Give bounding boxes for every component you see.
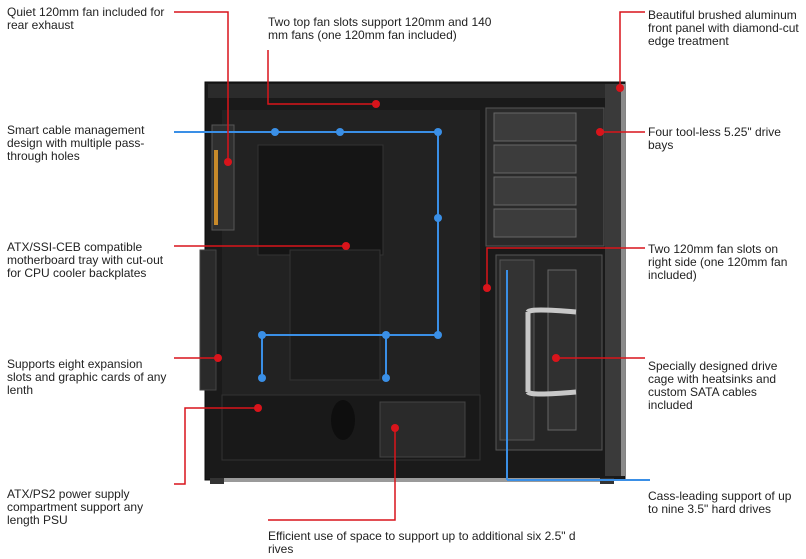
case-base-trim — [224, 478, 600, 482]
ssd-space-label: Efficient use of space to support up to … — [268, 529, 576, 556]
hdd-cage — [495, 254, 603, 451]
top-fans-label: Two top fan slots support 120mm and 140 … — [268, 15, 492, 42]
front-panel — [605, 84, 625, 476]
drive-bays-label: Four tool-less 5.25" drive bays — [648, 125, 781, 152]
expansion-label: Supports eight expansion slots and graph… — [7, 357, 167, 397]
drive-cage-label: Specially designed drive cage with heats… — [648, 359, 778, 412]
cable-hole-markers — [258, 128, 442, 382]
mobo-tray-label: ATX/SSI-CEB compatible motherboard tray … — [7, 240, 164, 280]
case-top-rim — [208, 84, 620, 98]
callout-dots — [214, 84, 624, 432]
expansion-slots — [199, 249, 217, 391]
hdd-support-label: Cass-leading support of up to nine 3.5" … — [648, 489, 792, 516]
front-panel-label: Beautiful brushed aluminum front panel w… — [648, 8, 799, 48]
front-panel-edge — [621, 84, 625, 476]
cpu-cutout — [257, 144, 384, 256]
psu-cutout — [331, 400, 355, 440]
rear-fan-label: Quiet 120mm fan included for rear exhaus… — [7, 5, 165, 32]
drive-bays — [485, 107, 605, 247]
rear-fan-cable — [214, 150, 218, 225]
psu-label: ATX/PS2 power supply compartment support… — [7, 487, 144, 527]
tray-panel — [289, 249, 381, 381]
case-foot-left — [210, 478, 224, 484]
callout-leaders — [174, 11, 645, 521]
side-fans-label: Two 120mm fan slots on right side (one 1… — [648, 242, 788, 282]
cable-mgmt-label: Smart cable management design with multi… — [7, 123, 145, 163]
